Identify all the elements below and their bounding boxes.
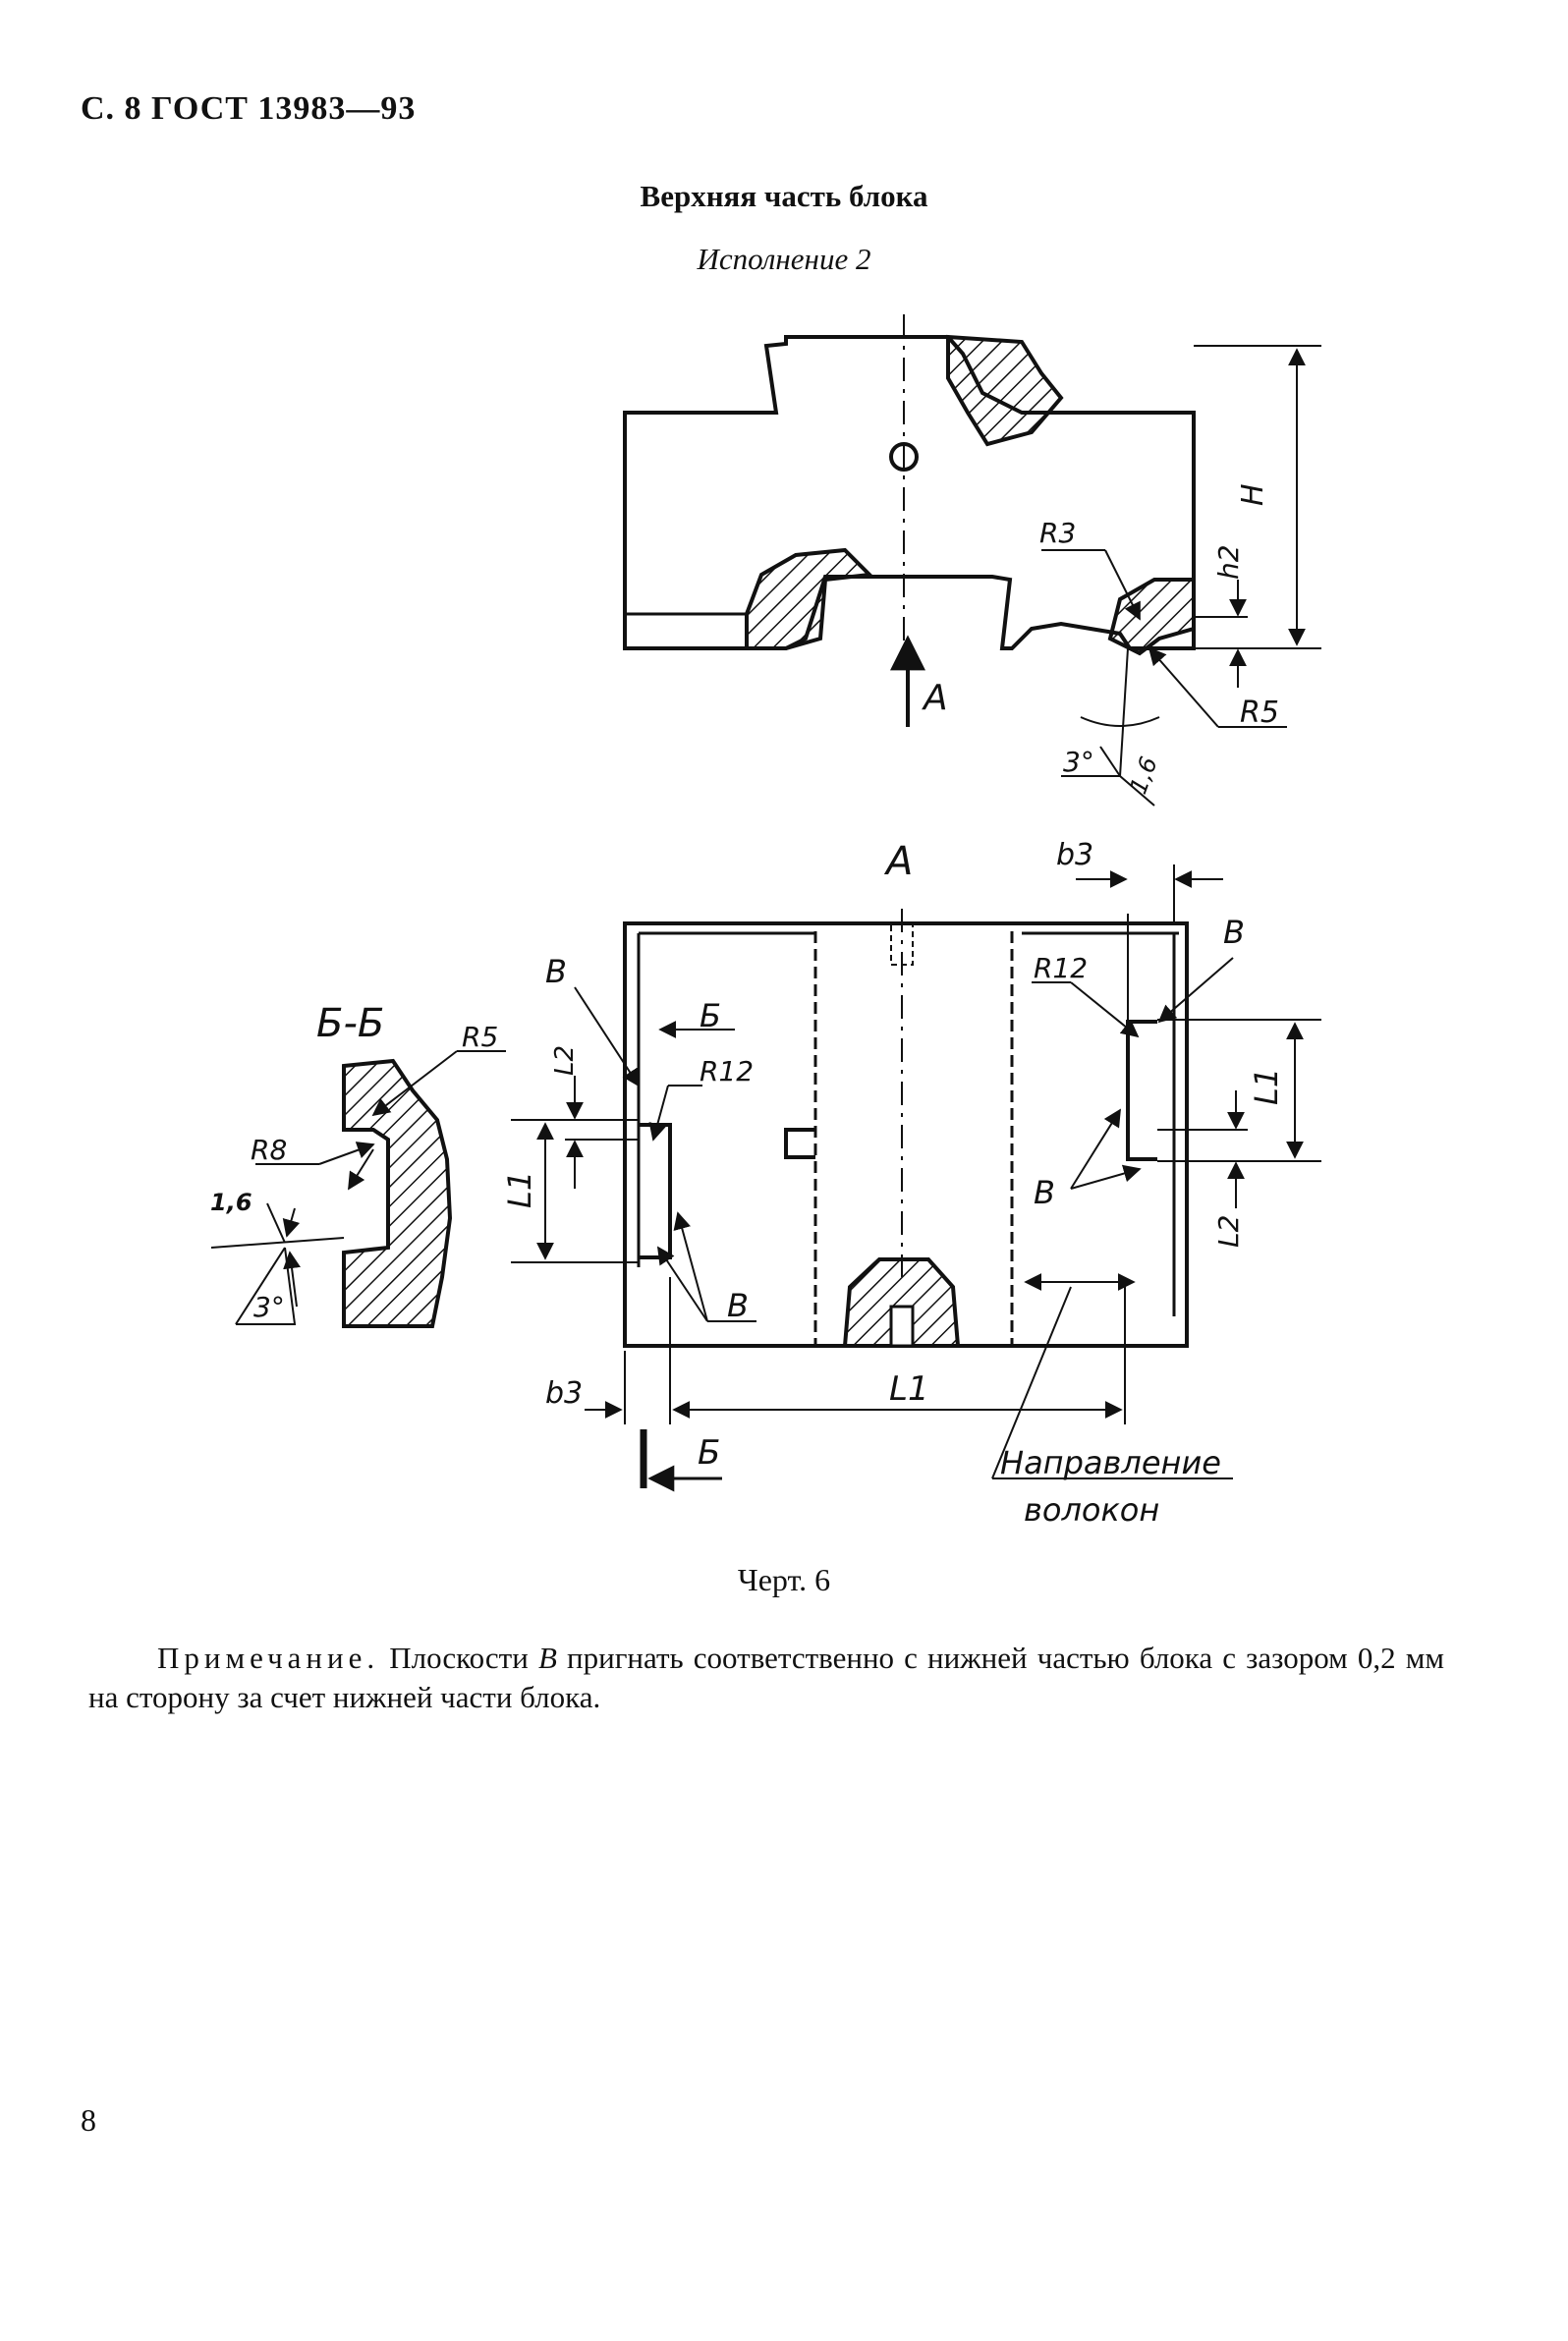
dim-H-label: H: [1236, 483, 1270, 506]
view-a-title: A: [883, 839, 913, 884]
section-roughness-label: 1,6: [210, 1189, 252, 1216]
section-R8-label: R8: [251, 1134, 287, 1166]
view-a: [511, 864, 1321, 1492]
note-paragraph: Примечание. Плоскости B пригнать соответ…: [88, 1639, 1444, 1717]
note-text-2: пригнать соответственно с нижней частью …: [88, 1641, 1445, 1714]
page-number: 8: [81, 2102, 96, 2138]
page-header: С. 8 ГОСТ 13983—93: [81, 90, 417, 127]
radius-R5-label: R5: [1240, 696, 1279, 730]
bottom-hatched-lug-left: [745, 547, 874, 650]
dim-L1-left-label: L1: [501, 1171, 538, 1208]
dim-L1-bottom-label: L1: [889, 1369, 929, 1409]
plane-B-left-bottom-label: B: [727, 1287, 749, 1324]
fiber-direction-label-1: Направление: [1000, 1444, 1221, 1481]
plane-B-right-top-label: B: [1223, 914, 1245, 951]
note-letter: B: [537, 1641, 557, 1675]
plane-B-right-bottom-label: B: [1034, 1174, 1055, 1211]
dim-L2-left-label: L2: [550, 1045, 580, 1076]
note-text-1: Плоскости: [389, 1641, 529, 1675]
drawing-title: Верхняя часть блока: [640, 179, 928, 213]
top-view: [623, 314, 1321, 807]
figure-caption: Черт. 6: [737, 1562, 831, 1597]
fiber-direction-label-2: волокон: [1024, 1491, 1159, 1529]
section-mark-top-label: Б: [700, 997, 721, 1034]
radius-R12-right-label: R12: [1034, 952, 1088, 984]
section-angle-label: 3°: [253, 1291, 285, 1323]
view-arrow-A-label: A: [922, 678, 948, 718]
radius-R3-label: R3: [1039, 517, 1076, 549]
left-slot: [639, 1123, 672, 1259]
dim-L2-right-label: L2: [1212, 1215, 1245, 1248]
angle-label: 3°: [1063, 746, 1094, 778]
dim-b3-bottom-label: b3: [545, 1376, 583, 1411]
section-R5-label: R5: [462, 1021, 498, 1053]
bottom-hatched-lug-right: [1107, 578, 1196, 656]
dim-h2-label: h2: [1212, 544, 1245, 580]
section-hatched-profile: [342, 1058, 453, 1328]
section-mark-bottom-label: Б: [698, 1433, 720, 1473]
top-view-outline: [623, 335, 1196, 650]
dim-b3-top-label: b3: [1056, 838, 1093, 872]
drawing-subtitle: Исполнение 2: [697, 242, 871, 276]
dim-L1-right-label: L1: [1248, 1068, 1285, 1105]
center-notch: [784, 1128, 815, 1159]
section-b-b: [210, 1050, 506, 1328]
right-slot: [1126, 1020, 1157, 1161]
radius-R12-left-label: R12: [700, 1055, 754, 1087]
note-prefix: Примечание.: [157, 1641, 380, 1675]
technical-drawing: H h2 R3 R5 A 3° 1,6: [210, 314, 1321, 1529]
section-b-b-title: Б-Б: [316, 1001, 384, 1046]
roughness-label: 1,6: [1124, 753, 1162, 798]
top-hatched-lug-right: [946, 334, 1064, 447]
bottom-hatched-lug: [842, 1257, 961, 1348]
plane-B-left-top-label: B: [545, 953, 567, 990]
